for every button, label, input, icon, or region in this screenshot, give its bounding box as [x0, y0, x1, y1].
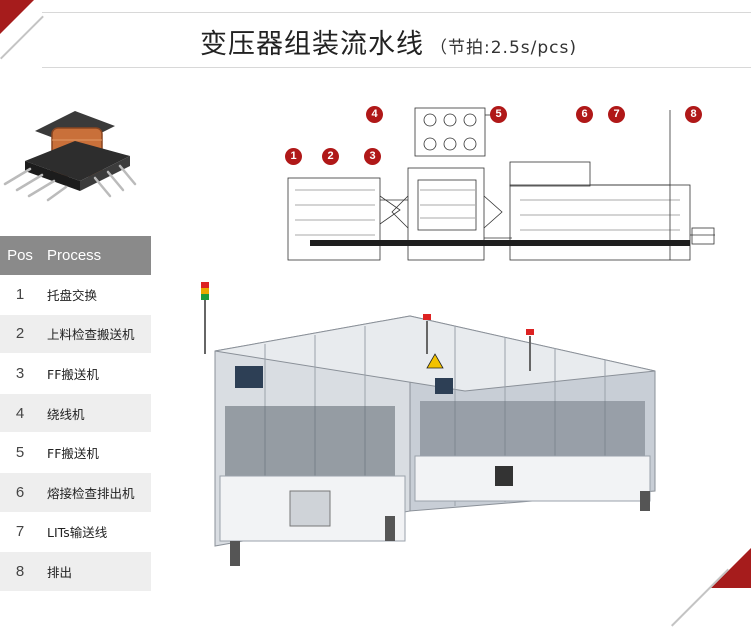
- marker-3: 3: [364, 148, 381, 165]
- title-main: 变压器组装流水线: [200, 29, 424, 60]
- row-process: 上料检查搬送机: [40, 314, 151, 355]
- marker-6: 6: [576, 106, 593, 123]
- row-pos: 1: [0, 275, 40, 315]
- marker-1: 1: [285, 148, 302, 165]
- row-process: 排出: [40, 551, 151, 592]
- row-pos: 5: [0, 432, 40, 473]
- row-process: 绕线机: [40, 393, 151, 434]
- row-process: 托盘交换: [40, 275, 151, 315]
- row-process: FF搬送机: [40, 353, 151, 394]
- row-process: 熔接检查排出机: [40, 472, 151, 513]
- conveyor-belt: [310, 240, 690, 246]
- row-process: LITs输送线: [40, 512, 151, 553]
- signal-tower-light-icon: [201, 282, 209, 288]
- column-header-process-label: Process: [47, 247, 102, 264]
- corner-decoration-bottom-right: [711, 548, 751, 588]
- table-header-row: Pos Process: [0, 236, 151, 275]
- marker-4: 4: [366, 106, 383, 123]
- header-bar: [42, 12, 751, 68]
- row-pos: 4: [0, 393, 40, 434]
- monitor-icon: [235, 366, 263, 388]
- column-header-process: Process: [40, 236, 151, 275]
- transformer-coil-illustration: [3, 111, 137, 202]
- row-pos: 6: [0, 472, 40, 513]
- warning-sign-icon: [426, 353, 444, 369]
- marker-8: 8: [685, 106, 702, 123]
- row-pos: 8: [0, 551, 40, 592]
- column-header-pos: Pos: [0, 236, 40, 275]
- layout-lines: [287, 107, 715, 261]
- row-pos: 3: [0, 353, 40, 394]
- row-pos: 7: [0, 512, 40, 553]
- assembly-line-machine-photo: [201, 282, 656, 566]
- marker-7: 7: [608, 106, 625, 123]
- marker-2: 2: [322, 148, 339, 165]
- line-layout-drawing: 1 2 3 4 5 6 7 8: [280, 100, 720, 270]
- title-cycle-time: （节拍:2.5s/pcs): [430, 38, 577, 58]
- row-process: FF搬送机: [40, 432, 151, 473]
- marker-5: 5: [490, 106, 507, 123]
- page-title: 变压器组装流水线 （节拍:2.5s/pcs): [200, 22, 577, 61]
- row-pos: 2: [0, 314, 40, 355]
